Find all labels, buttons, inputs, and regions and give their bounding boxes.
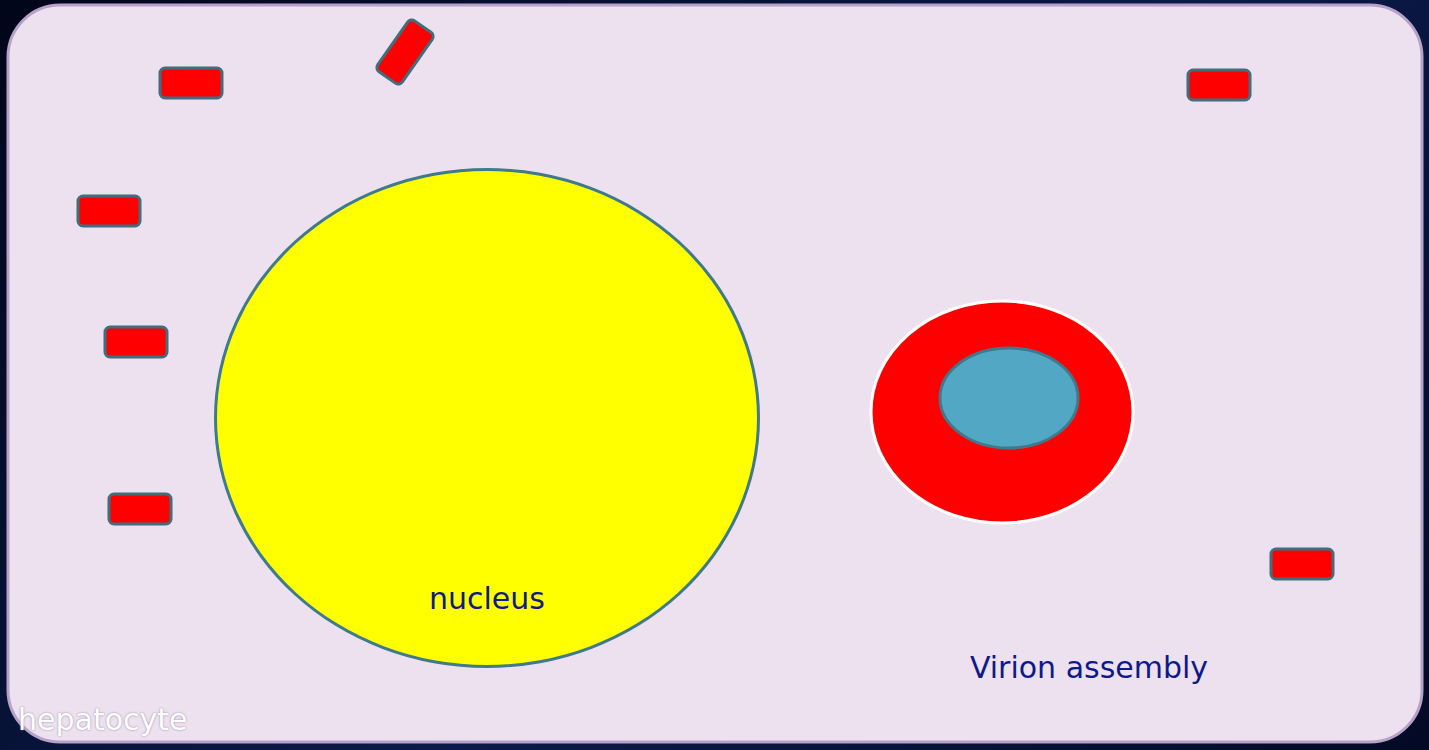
virion-core [940, 348, 1078, 448]
red-particle [1188, 70, 1250, 100]
red-particle [160, 68, 222, 98]
red-particle [1271, 549, 1333, 579]
red-particle [375, 18, 435, 86]
red-particle [78, 196, 140, 226]
structure-label: Virion assembly [970, 650, 1208, 686]
red-particle [105, 327, 167, 357]
cell-label: hepatocyte [18, 702, 187, 738]
red-particle [109, 494, 171, 524]
cell-membrane [8, 5, 1422, 742]
cell-body: hepatocyte nucleus [8, 5, 1422, 742]
nucleus-circle: nucleus [214, 168, 760, 668]
organelle-label: nucleus [429, 581, 545, 617]
virion-ring [871, 301, 1133, 523]
